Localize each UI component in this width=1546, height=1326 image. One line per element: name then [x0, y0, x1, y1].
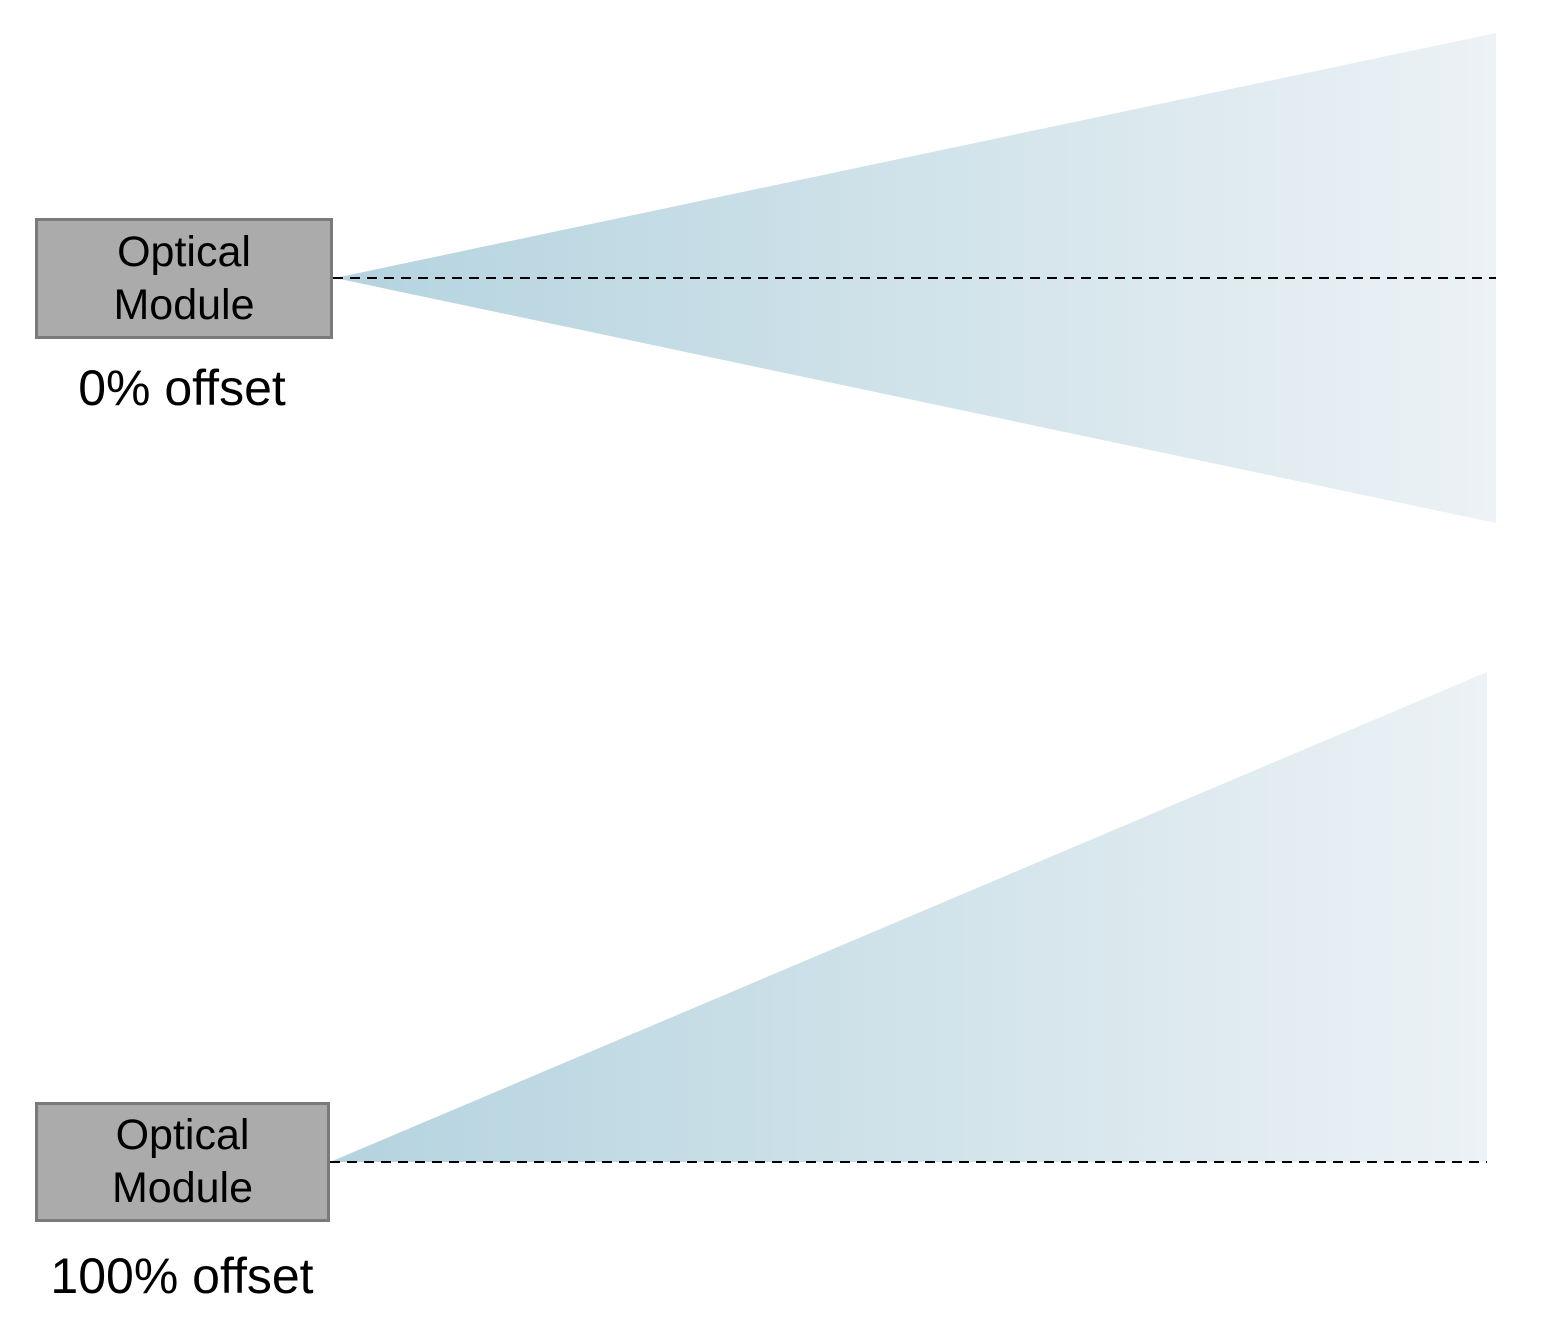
beam-cone-offset [330, 672, 1487, 1162]
offset-label-top: 0% offset [78, 360, 286, 416]
module-label-line1: Optical [115, 1111, 250, 1159]
optical-module-box-bottom: Optical Module [35, 1102, 330, 1222]
module-label-line1: Optical [117, 227, 251, 276]
module-label-line2: Module [113, 280, 255, 329]
module-label-line2: Module [111, 1164, 254, 1212]
offset-label-bottom: 100% offset [50, 1248, 314, 1304]
optical-module-box-top: Optical Module [35, 218, 333, 339]
